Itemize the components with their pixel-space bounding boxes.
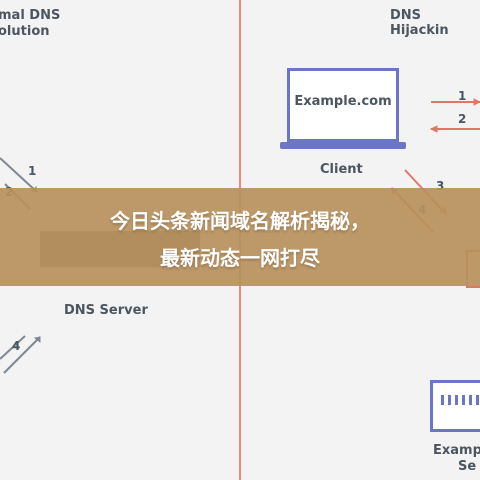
left-number-4: 4 <box>12 339 21 353</box>
right-number-1: 1 <box>458 89 467 103</box>
right-number-3: 3 <box>436 179 445 193</box>
left-arrow-4 <box>3 336 41 374</box>
left-arrow-4b <box>0 335 26 360</box>
dns-server-label: DNS Server <box>64 303 148 318</box>
normal-dns-title-line1: mal DNS <box>0 8 61 23</box>
right-number-2: 2 <box>458 112 467 126</box>
client-domain-text: Example.com <box>294 94 392 109</box>
left-arrow-1 <box>0 157 38 193</box>
client-label: Client <box>320 162 363 177</box>
headline-banner: 今日头条新闻域名解析揭秘， 最新动态一网打尽 <box>0 188 480 286</box>
example-server-label-line2: Se <box>458 459 477 474</box>
headline-line2: 最新动态一网打尽 <box>160 246 320 270</box>
left-number-1: 1 <box>28 164 37 178</box>
client-monitor-icon <box>287 68 399 142</box>
example-server-icon <box>430 380 480 432</box>
example-server-label-line1: Examp <box>433 443 480 458</box>
client-monitor-base <box>280 142 406 149</box>
normal-dns-title-line2: olution <box>0 24 50 39</box>
dns-hijacking-title: DNS Hijackin <box>390 8 449 38</box>
headline-line1: 今日头条新闻域名解析揭秘， <box>110 209 370 233</box>
server-ports-icon <box>441 395 479 405</box>
